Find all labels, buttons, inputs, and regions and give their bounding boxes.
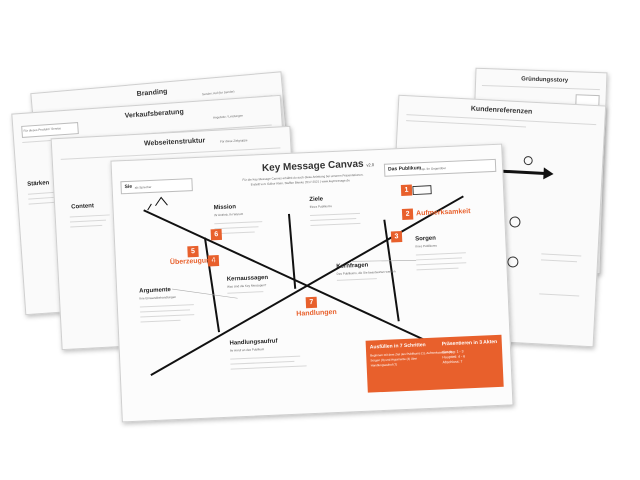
step-3-badge: 3 bbox=[390, 231, 403, 243]
bowtie-diagram bbox=[143, 185, 471, 376]
verkaufsberatung-field-right: Angebote / Leistungen bbox=[212, 113, 244, 120]
verkaufsberatung-title: Verkaufsberatung bbox=[124, 108, 184, 120]
gruendungsstory-title: Gründungsstory bbox=[521, 76, 569, 84]
instructions-right-line-3: Abschluss: 7 bbox=[442, 359, 463, 365]
key-message-canvas-sheet: Key Message Canvas v2.0 Für die Key Mess… bbox=[110, 143, 514, 423]
staerken-label: Stärken bbox=[27, 180, 50, 188]
instructions-right-title: Präsentieren in 3 Akten bbox=[441, 338, 498, 348]
branding-title: Branding bbox=[136, 88, 168, 98]
step-6-badge: 6 bbox=[210, 228, 223, 241]
mission-label: Mission bbox=[213, 204, 237, 212]
kundenreferenzen-title: Kundenreferenzen bbox=[470, 105, 533, 116]
step-2-badge: 2 bbox=[401, 208, 414, 220]
ziele-label: Ziele bbox=[309, 196, 324, 204]
step-5-badge: 5 bbox=[187, 245, 199, 258]
instructions-box: Ausfüllen in 7 Schritten Beginnen mit de… bbox=[365, 334, 504, 393]
instructions-left-title: Ausfüllen in 7 Schritten bbox=[369, 342, 426, 351]
instructions-left-line-3: Handlungsaufruf (7) bbox=[370, 362, 398, 368]
sorgen-label: Sorgen bbox=[415, 235, 436, 243]
step-1-badge: 1 bbox=[400, 184, 413, 197]
content-label: Content bbox=[71, 203, 95, 211]
step-7-badge: 7 bbox=[305, 296, 318, 309]
webseitenstruktur-field: Für diese Zielgruppe bbox=[219, 138, 248, 144]
branding-field: Sender: Auf (for Sender) bbox=[201, 89, 235, 97]
webseitenstruktur-title: Webseitenstruktur bbox=[143, 137, 206, 148]
